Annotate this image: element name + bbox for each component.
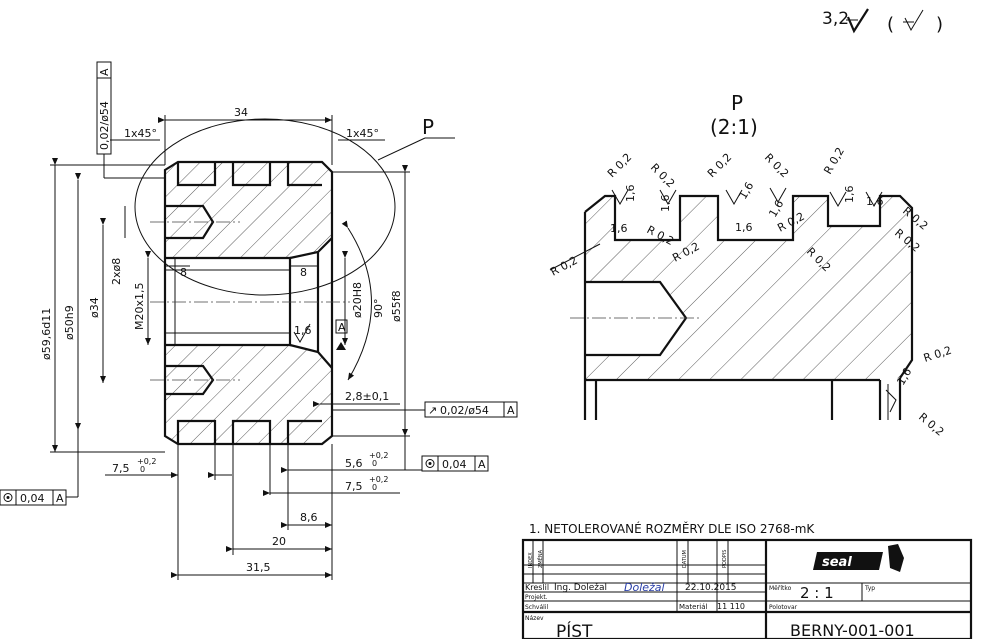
dim-86: 8,6	[300, 511, 318, 524]
dim-d20: ø20H8	[351, 282, 364, 318]
svg-text:↗: ↗	[428, 404, 437, 417]
dim-depth-8b: 8	[300, 266, 307, 279]
svg-text:R 0,2: R 0,2	[821, 145, 847, 176]
svg-text:A: A	[478, 458, 486, 471]
svg-text:R 0,2: R 0,2	[648, 161, 677, 190]
author-signature: Doležal	[624, 581, 665, 594]
svg-text:+0,2: +0,2	[369, 475, 388, 484]
bottom-dimensions: 7,5 +0,2 0 5,6 +0,2 0 7,5 +0,2 0 8,6 20 …	[105, 444, 405, 580]
detail-roughness-marks: 1,6 1,6 1,6 1,6 1,6 1,6 1,6 1,6 1,6	[610, 180, 914, 413]
runout-frame-vertical: 0,02/ø54 A	[96, 61, 165, 179]
svg-text:1,6: 1,6	[843, 186, 856, 204]
concentricity-frame-right: 0,04 A	[404, 436, 489, 472]
svg-text:R 0,2: R 0,2	[762, 151, 791, 180]
svg-text:Polotovar: Polotovar	[769, 604, 798, 611]
svg-text:A: A	[98, 68, 111, 76]
svg-text:): )	[936, 14, 943, 35]
svg-text:Kreslil: Kreslil	[525, 583, 549, 592]
dim-depth-8a: 8	[180, 266, 187, 279]
roughness-value: 3,2	[822, 9, 849, 29]
detail-callout: P	[422, 115, 434, 139]
svg-text:ZMĚNA: ZMĚNA	[536, 549, 544, 568]
company-logo: seal	[813, 544, 904, 572]
svg-text:0: 0	[372, 459, 377, 468]
svg-text:Projekt.: Projekt.	[525, 594, 548, 601]
title-block: INDEX ZMĚNA DATUM PODPIS Kreslil Ing. Do…	[521, 538, 973, 639]
svg-text:R 0,2: R 0,2	[916, 410, 946, 438]
svg-text:1,6: 1,6	[659, 195, 672, 213]
drawing-number: BERNY-001-001	[790, 621, 915, 639]
datum-a-box: A	[338, 321, 346, 334]
svg-text:1,6: 1,6	[610, 222, 628, 235]
dim-thread: M20x1,5	[133, 283, 146, 331]
runout-frame-horizontal: ↗ 0,02/ø54 A	[332, 401, 518, 418]
detail-label: P	[731, 91, 743, 115]
dim-75a: 7,5	[112, 462, 130, 475]
svg-text:R 0,2: R 0,2	[705, 151, 734, 180]
chamfer-left: 1x45°	[124, 127, 157, 140]
svg-text:(: (	[887, 14, 894, 35]
svg-text:1,6: 1,6	[624, 185, 637, 203]
dim-d34: ø34	[88, 297, 101, 318]
svg-text:R 0,2: R 0,2	[605, 151, 634, 180]
main-section-view: P 34 1x45° 1x45° 0,02/ø54 A ø59,6d11 ø50…	[0, 61, 518, 580]
dim-20: 20	[272, 535, 286, 548]
material-value: 11 110	[717, 602, 745, 611]
drawing-date: 22.10.2015	[685, 583, 737, 593]
svg-text:1,6: 1,6	[736, 180, 756, 202]
part-name: PÍST	[556, 620, 593, 639]
chamfer-right: 1x45°	[346, 127, 379, 140]
roughness-symbol: 3,2 ( )	[822, 8, 943, 35]
svg-text:0,02/ø54: 0,02/ø54	[98, 101, 111, 150]
svg-text:INDEX: INDEX	[528, 552, 534, 568]
svg-text:1,6: 1,6	[766, 198, 786, 220]
svg-text:+0,2: +0,2	[137, 457, 156, 466]
svg-text:0,04: 0,04	[442, 458, 467, 471]
dim-75b: 7,5	[345, 480, 363, 493]
rough-16: 1,6	[294, 324, 312, 337]
svg-text:DATUM: DATUM	[682, 550, 688, 568]
svg-text:R 0,2: R 0,2	[548, 254, 579, 279]
svg-text:0,04: 0,04	[20, 492, 45, 505]
svg-text:A: A	[507, 404, 515, 417]
svg-text:PODPIS: PODPIS	[722, 550, 728, 568]
svg-text:0: 0	[372, 483, 377, 492]
dim-56: 5,6	[345, 457, 363, 470]
author-name: Ing. Doležal	[554, 583, 607, 593]
svg-text:+0,2: +0,2	[369, 451, 388, 460]
dim-315: 31,5	[246, 561, 271, 574]
svg-text:Typ: Typ	[864, 585, 875, 592]
svg-text:0: 0	[140, 465, 145, 474]
svg-text:Schválil: Schválil	[525, 604, 548, 611]
dim-d59: ø59,6d11	[40, 308, 53, 360]
svg-text:0,02/ø54: 0,02/ø54	[440, 404, 489, 417]
svg-text:1,6: 1,6	[866, 195, 884, 208]
svg-text:R 0,2: R 0,2	[922, 344, 953, 365]
dim-holes: 2xø8	[110, 258, 123, 285]
tolerance-note: 1. NETOLEROVANÉ ROZMĚRY DLE ISO 2768-mK	[529, 521, 815, 536]
svg-text:1,6: 1,6	[735, 221, 753, 234]
detail-scale: (2:1)	[710, 115, 758, 139]
svg-text:Měřítko: Měřítko	[769, 585, 792, 592]
svg-text:Název: Název	[525, 615, 544, 622]
svg-text:A: A	[56, 492, 64, 505]
dim-34: 34	[234, 106, 248, 119]
dim-d50: ø50h9	[63, 305, 76, 340]
svg-text:Materiál: Materiál	[679, 603, 707, 611]
svg-text:seal: seal	[822, 555, 852, 570]
detail-view-p: P (2:1) R 0,2 R 0,2 R 0,2 R 0,2 R 0,2 R …	[548, 91, 953, 439]
concentricity-frame-left: 0,04 A	[0, 430, 79, 506]
dim-angle: 90°	[372, 299, 385, 319]
scale-value: 2 : 1	[800, 584, 834, 602]
dim-groove: 2,8±0,1	[345, 390, 389, 403]
dim-d55: ø55f8	[390, 290, 403, 322]
